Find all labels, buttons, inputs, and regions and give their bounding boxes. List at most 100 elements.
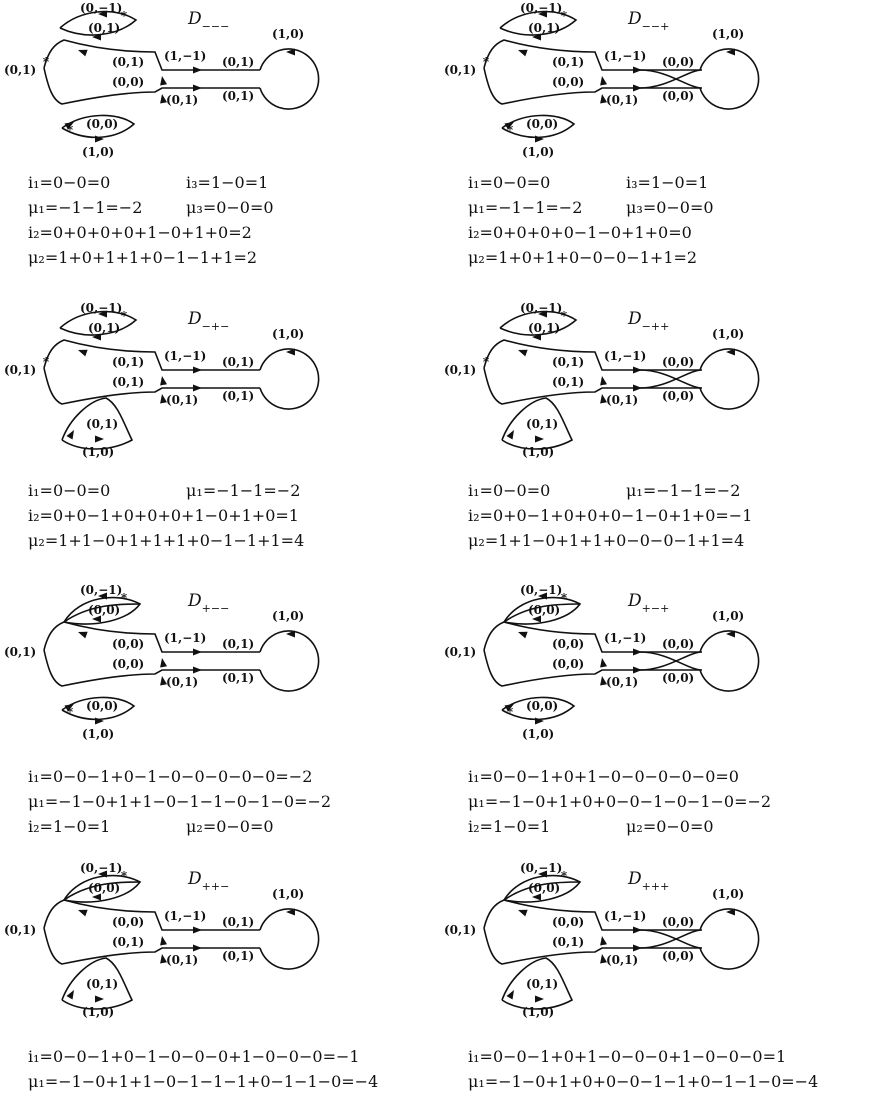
equation: i₁=0−0=0 (28, 481, 111, 500)
equation: μ₁=−1−1=−2 (468, 198, 583, 217)
label-left: (0,1) (444, 645, 476, 659)
front-diagram: D−−+***(0,−1)(0,1)(0,1)(0,1)(0,0)(1,−1)(… (444, 1, 760, 159)
bottom-lobe-bottom-arrow (95, 435, 104, 443)
front-diagram: D++−*(0,−1)(0,0)(0,1)(0,0)(0,1)(1,−1)(0,… (4, 861, 320, 1019)
bottom-lobe-arrow (64, 704, 74, 712)
circle-loop (699, 908, 760, 970)
label-mid-upper: (0,0) (552, 915, 584, 929)
label-right-upper: (1,−1) (604, 909, 646, 923)
label-top-inner: (0,0) (528, 881, 560, 895)
body-lower-edge (483, 649, 700, 687)
label-top-inner: (0,1) (528, 21, 560, 35)
top-lobe-star: * (561, 309, 568, 323)
label-circle: (1,0) (272, 327, 304, 341)
right-lower-arrow (600, 954, 608, 964)
front-diagram: D+−−**(0,−1)(0,0)(0,1)(0,0)(0,0)(1,−1)(0… (4, 583, 320, 741)
neck-upper-arrow (193, 926, 202, 934)
diagram-title: D−−− (187, 9, 229, 33)
top-lobe (499, 310, 578, 336)
label-bottom-inner: (0,0) (86, 117, 118, 131)
top-lobe-arrow (538, 10, 547, 18)
body-lower-edge (483, 927, 700, 965)
body-upper-edge (43, 621, 260, 653)
body-lower-edge (43, 367, 260, 405)
equation: μ₁=−1−1=−2 (28, 198, 143, 217)
front-diagram: D−+−**(0,−1)(0,1)(0,1)(0,1)(0,1)(1,−1)(0… (4, 301, 320, 459)
label-top-outer: (0,−1) (520, 583, 562, 597)
neck-cross-b (639, 929, 703, 949)
label-right-upper: (1,−1) (604, 49, 646, 63)
top-lobe-inner-arrow (92, 615, 101, 623)
label-top-inner: (0,0) (88, 603, 120, 617)
front-diagram: D−++**(0,−1)(0,1)(0,1)(0,1)(0,1)(1,−1)(0… (444, 301, 760, 459)
diagram-title: D−+− (187, 309, 229, 333)
circle-loop (259, 48, 320, 110)
top-lobe-inner-arrow (532, 333, 541, 341)
equation: i₁=0−0−1+0+1−0−0−0+1−0−0−0=1 (468, 1047, 787, 1066)
equation: μ₁=−1−0+1+0+0−0−1−0−1−0=−2 (468, 792, 772, 811)
body-upper-arrow (78, 349, 88, 357)
right-upper-arrow (160, 76, 168, 86)
label-top-outer: (0,−1) (80, 1, 122, 15)
top-lobe-star: * (121, 869, 128, 883)
top-lobe-inner-arrow (92, 33, 101, 41)
neck-upper-arrow (633, 648, 642, 656)
right-upper-arrow (160, 658, 168, 668)
neck-lower-arrow (193, 666, 202, 674)
circle-arrow (726, 48, 735, 56)
equation: i₁=0−0=0 (468, 173, 551, 192)
diagram-title: D+++ (627, 869, 669, 893)
label-neck-lower: (0,0) (662, 389, 694, 403)
label-bottom-inner: (0,0) (86, 699, 118, 713)
body-upper-edge (483, 621, 700, 653)
diagram-title: D+−− (187, 591, 229, 615)
label-neck-upper: (0,0) (662, 355, 694, 369)
label-right-upper: (1,−1) (604, 349, 646, 363)
left-star: * (43, 55, 50, 69)
neck-lower-arrow (633, 944, 642, 952)
label-circle: (1,0) (712, 609, 744, 623)
neck-upper-arrow (193, 648, 202, 656)
diagram-title-signs: −−+ (642, 20, 670, 33)
circle-arrow (286, 630, 295, 638)
bottom-lobe-bottom-arrow (95, 717, 104, 725)
label-right-upper: (1,−1) (164, 349, 206, 363)
top-lobe-inner (503, 881, 581, 901)
label-bottom-inner: (0,1) (526, 417, 558, 431)
bottom-lobe-bottom-arrow (535, 717, 544, 725)
right-upper-arrow (600, 376, 608, 386)
bottom-lobe (501, 696, 576, 721)
label-neck-upper: (0,1) (222, 637, 254, 651)
label-mid-upper: (0,1) (552, 55, 584, 69)
label-top-outer: (0,−1) (520, 861, 562, 875)
body-upper-edge (43, 39, 260, 71)
equation: μ₂=1+0+1+1+0−1−1+1=2 (28, 248, 258, 267)
body-upper-edge (483, 339, 700, 371)
body-lower-edge (483, 67, 700, 105)
label-mid-upper: (0,1) (112, 55, 144, 69)
label-mid-lower: (0,1) (552, 935, 584, 949)
label-left: (0,1) (4, 63, 36, 77)
label-circle: (1,0) (712, 27, 744, 41)
circle-loop (699, 630, 760, 692)
label-bottom-inner: (0,1) (86, 417, 118, 431)
label-top-inner: (0,1) (88, 21, 120, 35)
bottom-lobe-bottom-arrow (535, 135, 544, 143)
label-neck-upper: (0,1) (222, 355, 254, 369)
equation: μ₁=−1−0+1+0+0−0−1−1+0−1−1−0=−4 (468, 1072, 819, 1091)
label-mid-lower: (0,0) (552, 75, 584, 89)
right-lower-arrow (160, 954, 168, 964)
bottom-lobe (61, 957, 134, 1010)
label-top-outer: (0,−1) (80, 861, 122, 875)
top-lobe-inner-arrow (532, 893, 541, 901)
bottom-lobe-arrow (66, 990, 74, 1000)
right-lower-arrow (160, 676, 168, 686)
diagram-title-signs: ++− (202, 880, 230, 893)
top-lobe-star: * (121, 9, 128, 23)
neck-upper-arrow (633, 66, 642, 74)
top-lobe (59, 10, 138, 36)
top-lobe-arrow (98, 10, 107, 18)
label-right-lower: (0,1) (606, 93, 638, 107)
bottom-lobe-bottom-arrow (95, 135, 104, 143)
diagram-title-signs: −+− (202, 320, 230, 333)
